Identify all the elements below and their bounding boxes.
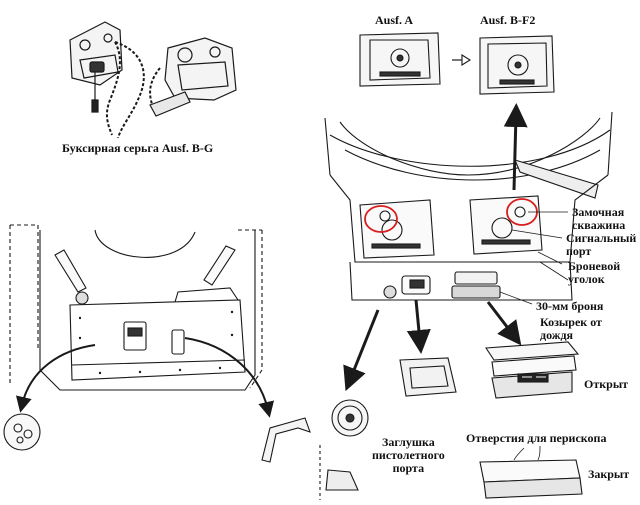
towing-eye-caption: Буксирная серьга Ausf. B-G (62, 141, 214, 155)
ausf-a-label: Ausf. A (375, 13, 414, 27)
periscope-holes-label: Отверстия для перископа (466, 431, 607, 445)
closed-label: Закрыт (588, 467, 630, 481)
armor-30mm-label: 30-мм броня (536, 299, 604, 313)
open-label: Открыт (584, 377, 629, 391)
port-variants-drawing (359, 32, 555, 191)
towing-eye-drawing (69, 21, 237, 139)
ausf-bf2-label: Ausf. B-F2 (480, 13, 536, 27)
front-hull-drawing (319, 111, 613, 500)
pistol-port-plug-label: Заглушка пистолетного порта (372, 435, 445, 475)
rear-hull-drawing (3, 224, 311, 463)
